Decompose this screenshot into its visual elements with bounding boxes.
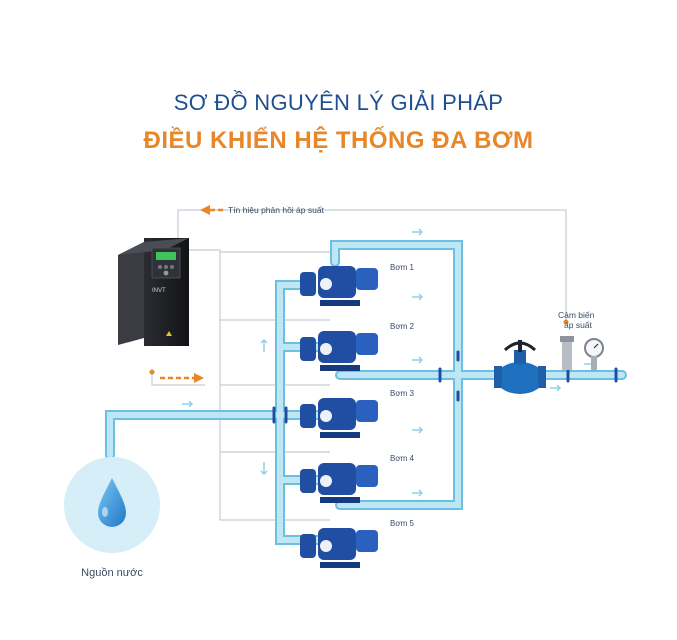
pump-icon [300, 272, 316, 296]
water-source [64, 457, 160, 553]
pressure-sensor-icon [560, 336, 604, 370]
diagram-title: SƠ ĐỒ NGUYÊN LÝ GIẢI PHÁP [173, 90, 504, 115]
pump-label: Bơm 5 [390, 519, 414, 528]
pump-icon [300, 404, 316, 428]
pump-icon [300, 534, 316, 558]
command-arrow [149, 369, 204, 383]
pump-2: Bơm 2 [300, 322, 414, 371]
diagram-subtitle: ĐIỀU KHIỂN HỆ THỐNG ĐA BƠM [143, 127, 534, 154]
vfd-brand-label: INVT [152, 288, 166, 294]
feedback-arrow [200, 205, 226, 215]
flow-arrows [182, 228, 596, 497]
pump-label: Bơm 1 [390, 263, 414, 272]
sensor-signal-dot [563, 319, 569, 325]
pump-1: Bơm 1 [300, 263, 414, 306]
pump-3: Bơm 3 [300, 389, 414, 438]
sensor-label-line2: áp suất [564, 320, 593, 330]
valve-icon [494, 340, 546, 394]
control-grid-lines [151, 209, 567, 521]
pump-label: Bơm 3 [390, 389, 414, 398]
pump-5: Bơm 5 [300, 519, 414, 568]
pump-icon [300, 469, 316, 493]
vfd-inverter-icon: INVT [118, 238, 189, 346]
feedback-signal-label: Tín hiệu phản hồi áp suất [228, 205, 325, 215]
water-source-label: Nguồn nước [81, 567, 143, 579]
pump-icon [300, 337, 316, 361]
pump-label: Bơm 2 [390, 322, 414, 331]
pipe-network [102, 240, 627, 545]
sensor-label-line1: Cảm biến [558, 310, 595, 320]
pump-4: Bơm 4 [300, 454, 414, 503]
pump-label: Bơm 4 [390, 454, 414, 463]
